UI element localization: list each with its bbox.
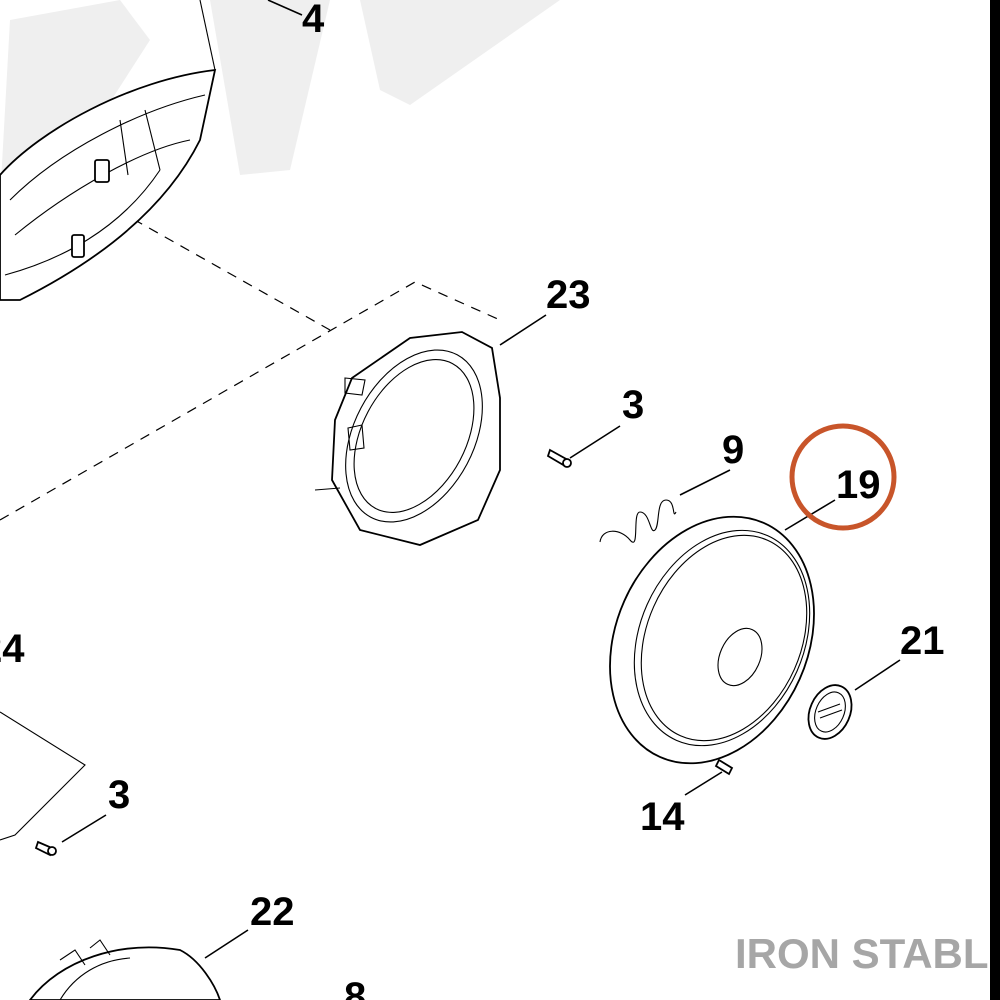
housing-part-4 — [0, 0, 217, 301]
emblem-part-21 — [807, 684, 853, 740]
lens-part-19 — [609, 515, 815, 765]
right-edge-border — [990, 0, 1000, 1000]
screw-part-3-upper — [546, 448, 572, 468]
part-label-22[interactable]: 22 — [250, 890, 295, 934]
part-label-3-upper[interactable]: 3 — [622, 383, 644, 427]
screw-part-14 — [714, 758, 734, 776]
part-label-4[interactable]: 4 — [302, 0, 325, 41]
assembly-guide-lines — [0, 174, 501, 521]
part-label-9[interactable]: 9 — [722, 428, 744, 472]
part-label-24[interactable]: 24 — [0, 627, 25, 671]
part-label-19[interactable]: 19 — [836, 463, 881, 507]
part-label-23[interactable]: 23 — [546, 273, 591, 317]
spring-part-9 — [599, 499, 677, 543]
part-label-3-lower[interactable]: 3 — [108, 773, 130, 817]
part-label-14[interactable]: 14 — [640, 795, 685, 839]
part-label-8[interactable]: 8 — [344, 975, 366, 1000]
brand-watermark: IRON STABLE — [735, 930, 1000, 977]
retaining-ring-part-23 — [314, 331, 501, 546]
screw-part-3-lower — [34, 840, 57, 857]
callout-lines — [61, 0, 901, 959]
part-19-highlight-circle — [789, 423, 897, 531]
headlamp-part-22-partial — [28, 939, 221, 1000]
part-24-partial — [0, 711, 86, 841]
part-label-21[interactable]: 21 — [900, 619, 945, 663]
